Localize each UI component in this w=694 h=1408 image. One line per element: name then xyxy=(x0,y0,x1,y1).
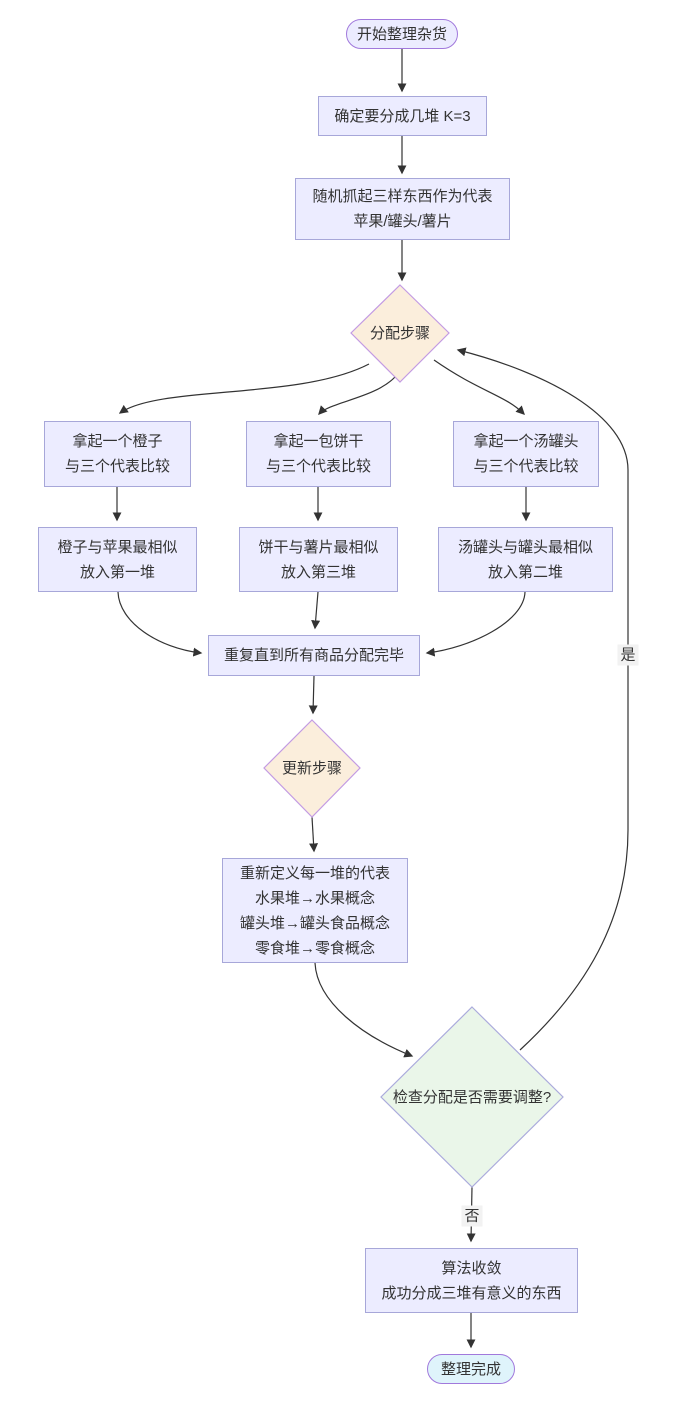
edge-assign-orange xyxy=(118,363,370,414)
check-diamond xyxy=(380,1006,564,1188)
edge-update-redefine xyxy=(309,816,319,853)
node-soup-pile: 汤罐头与罐头最相似 放入第二堆 xyxy=(438,527,613,592)
node-pick-biscuit: 拿起一包饼干 与三个代表比较 xyxy=(246,421,391,487)
edge-label-yes: 是 xyxy=(617,644,639,666)
edge-label-no: 否 xyxy=(461,1205,483,1227)
edge-pile3-repeat xyxy=(311,591,321,630)
edge-check-yes-loop xyxy=(456,347,629,1051)
node-end: 整理完成 xyxy=(427,1354,515,1384)
node-start: 开始整理杂货 xyxy=(346,19,458,49)
edge-pile2-repeat xyxy=(425,591,526,657)
node-pick-representatives: 随机抓起三样东西作为代表 苹果/罐头/薯片 xyxy=(295,178,510,240)
assign-step-diamond xyxy=(350,284,450,383)
node-redefine: 重新定义每一堆的代表 水果堆→水果概念 罐头堆→罐头食品概念 零食堆→零食概念 xyxy=(222,858,408,963)
node-pick-orange: 拿起一个橙子 与三个代表比较 xyxy=(44,421,191,487)
edge-repeat-update xyxy=(308,675,318,715)
edge-redefine-check xyxy=(314,962,414,1058)
node-biscuit-pile: 饼干与薯片最相似 放入第三堆 xyxy=(239,527,398,592)
edge-assign-biscuit xyxy=(318,376,396,415)
update-step-diamond xyxy=(263,719,361,818)
edge-assign-soup xyxy=(433,359,525,415)
node-converged: 算法收敛 成功分成三堆有意义的东西 xyxy=(365,1248,578,1313)
node-orange-pile: 橙子与苹果最相似 放入第一堆 xyxy=(38,527,197,592)
node-pick-soup: 拿起一个汤罐头 与三个代表比较 xyxy=(453,421,599,487)
node-repeat-all: 重复直到所有商品分配完毕 xyxy=(208,635,420,676)
node-set-k: 确定要分成几堆 K=3 xyxy=(318,96,487,136)
edge-pile1-repeat xyxy=(117,591,203,657)
